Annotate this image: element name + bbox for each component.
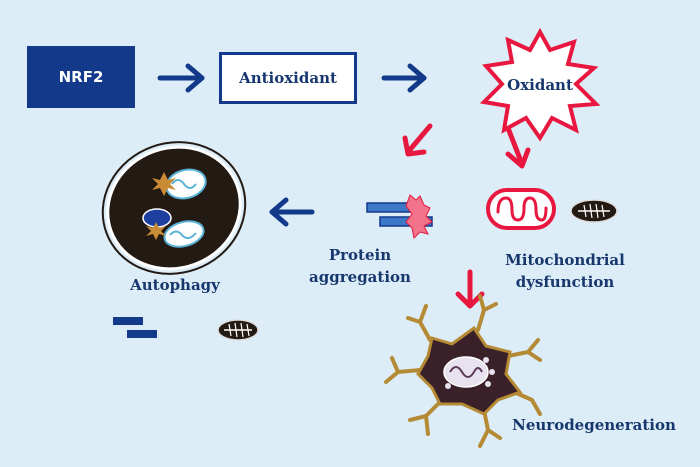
label-protein-line2: aggregation <box>309 268 411 286</box>
starburst-icon <box>479 27 601 142</box>
arrow-oxidant-to-mito <box>505 125 531 169</box>
mitochondrion-icon <box>486 188 556 230</box>
label-mito-line2: dysfunction <box>515 273 615 291</box>
protein-legend-icon <box>113 317 157 338</box>
label-mito-line1: Mitochondrial <box>505 251 625 269</box>
node-nrf2: NRF2 <box>27 46 135 108</box>
protein-aggregate-icon <box>366 194 433 240</box>
mito-legend-icon <box>217 319 259 341</box>
label-neurodegeneration: Neurodegeneration <box>512 416 676 434</box>
arrow-antioxidant-to-oxidant <box>381 63 427 93</box>
arrow-to-neurodegeneration <box>455 269 485 309</box>
dark-mitochondrion-icon <box>570 199 618 223</box>
label-autophagy: Autophagy <box>130 276 220 294</box>
autophagosome-icon <box>101 141 247 275</box>
arrow-protein-to-autophagy <box>269 197 315 227</box>
node-antioxidant: Antioxidant <box>219 52 357 104</box>
degenerating-neuron-icon <box>384 294 542 448</box>
label-protein-line1: Protein <box>328 246 392 264</box>
label-oxidant: Oxidant <box>507 76 573 94</box>
arrow-oxidant-to-protein <box>402 123 433 157</box>
arrow-nrf2-to-antioxidant <box>157 63 205 93</box>
